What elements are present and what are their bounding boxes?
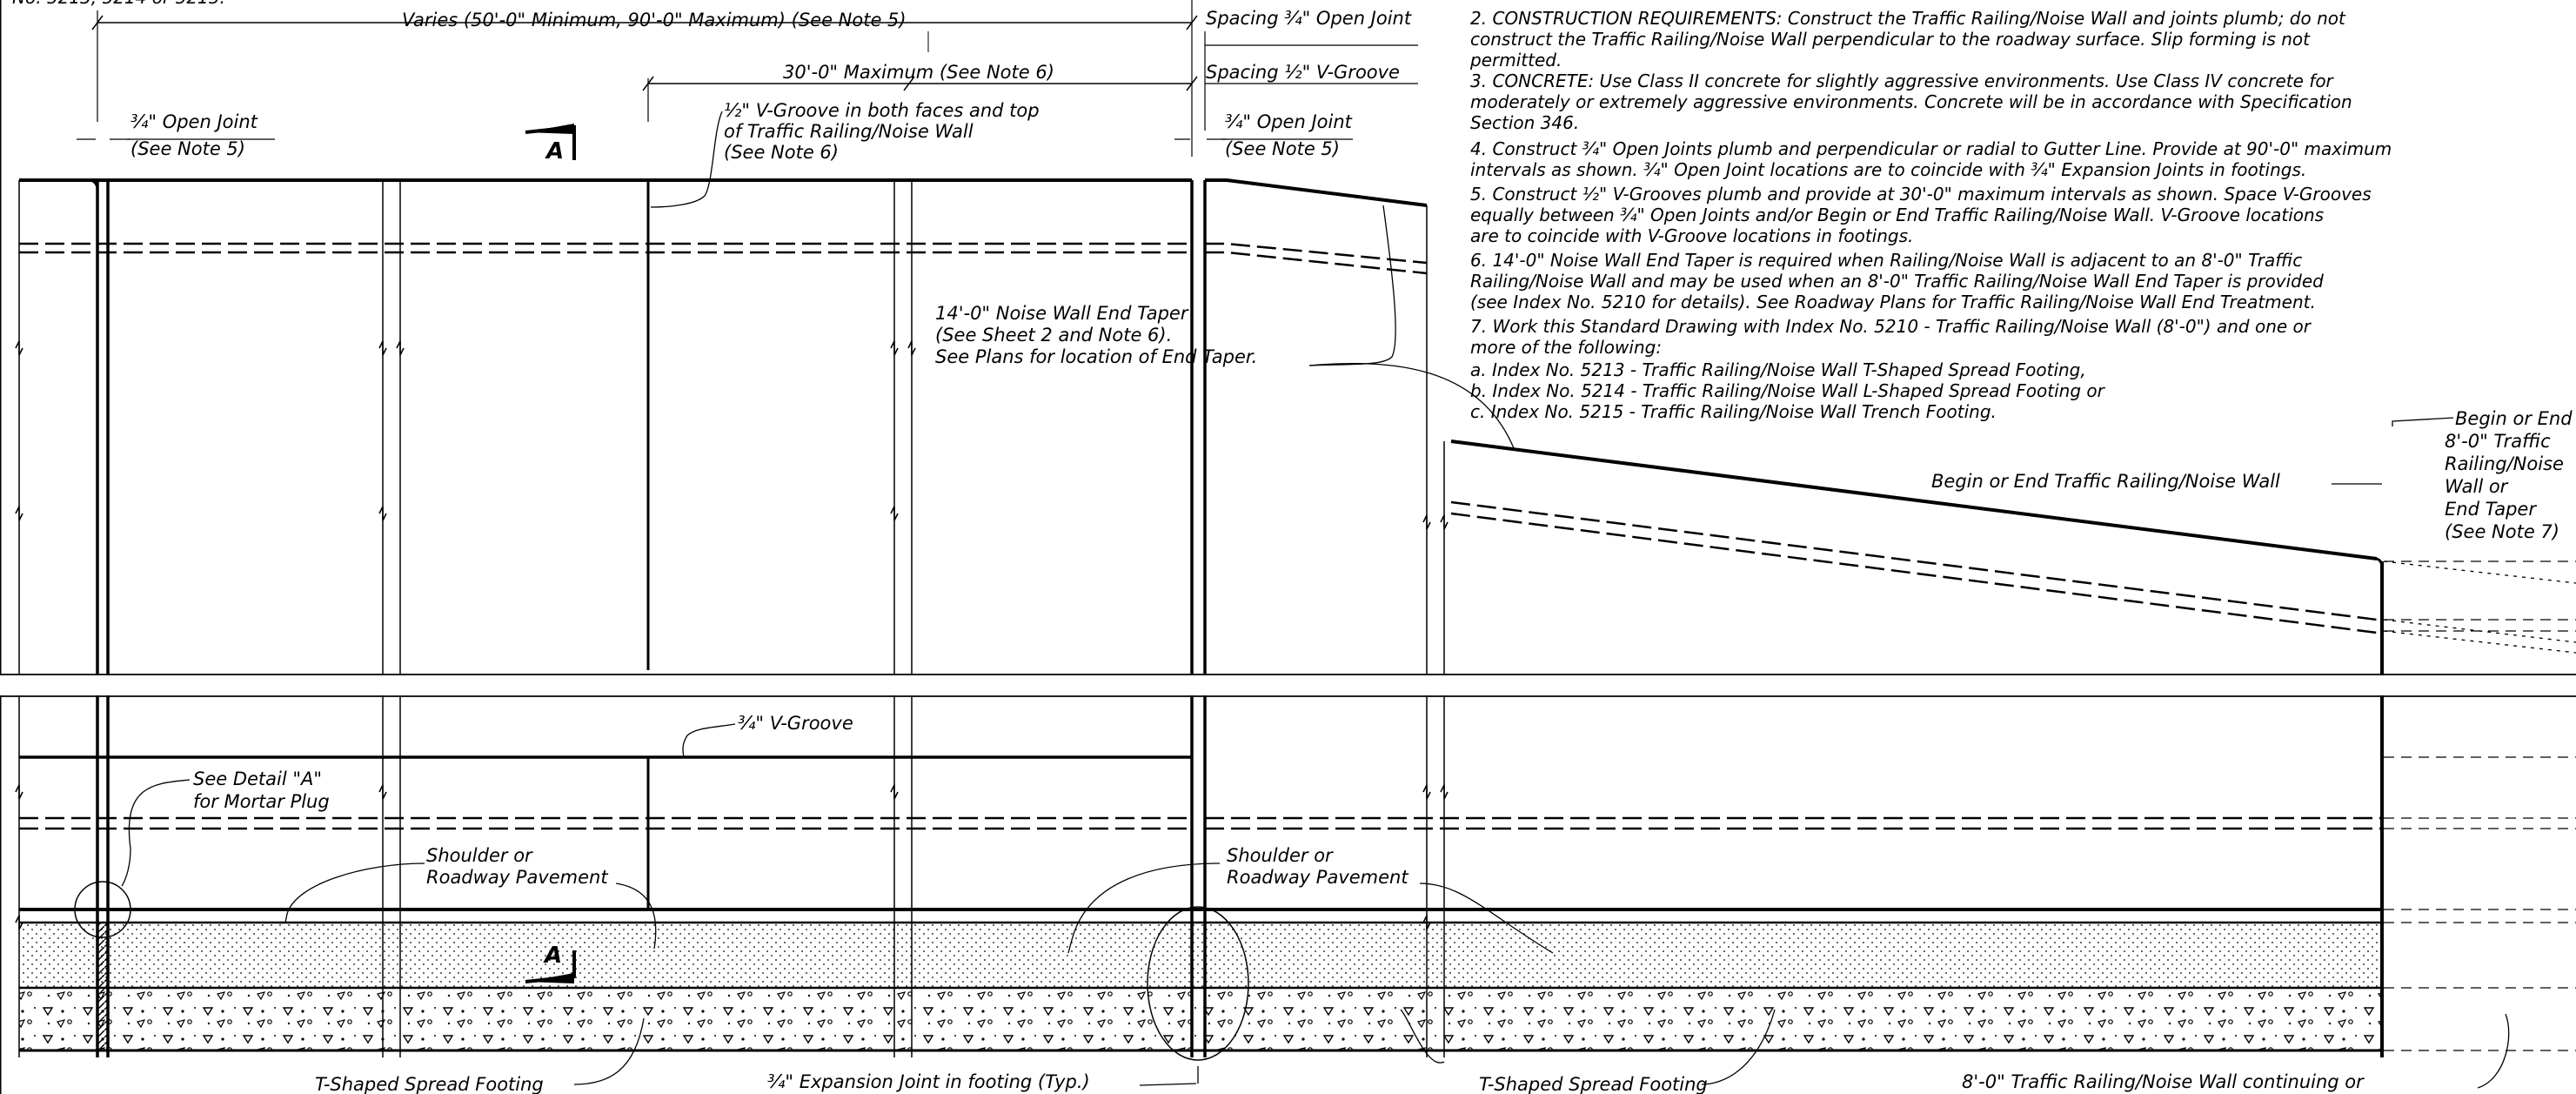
label-shoulder-right-2: Roadway Pavement [1227,867,1408,888]
note-line: a. Index No. 5213 - Traffic Railing/Nois… [1470,359,2086,380]
note-line: c. Index No. 5215 - Traffic Railing/Nois… [1470,401,1997,422]
label-begin-end-right-0: Begin or End [2455,408,2573,429]
label-footing-left: T-Shaped Spread Footing [315,1074,544,1094]
break-markers [15,340,2191,930]
note-line: Section 346. [1470,112,1579,133]
note-line: permitted. [1469,50,1562,70]
dimension-lines [91,0,1418,157]
section-a-bottom [525,950,576,983]
note-line: intervals as shown. ¾" Open Joint locati… [1470,159,2306,180]
note-line: construct the Traffic Railing/Noise Wall… [1470,29,2311,50]
top-cut-text: No. 5213, 5214 or 5215. [12,0,225,8]
note-line: 3. CONCRETE: Use Class II concrete for s… [1470,70,2335,91]
note-line: 2. CONSTRUCTION REQUIREMENTS: Construct … [1470,8,2346,29]
label-detail-a-2: for Mortar Plug [193,791,330,812]
note-line: 6. 14'-0" Noise Wall End Taper is requir… [1470,250,2302,271]
label-begin-end-right-1: 8'-0" Traffic [2445,431,2551,452]
label-detail-a-1: See Detail "A" [193,768,322,789]
leader-lines [77,111,2510,1089]
note-line: are to coincide with V-Groove locations … [1470,225,1913,246]
label-shoulder-left-2: Roadway Pavement [426,867,608,888]
label-open-joint-right-1: ¾" Open Joint [1225,111,1353,132]
note-line: 4. Construct ¾" Open Joints plumb and pe… [1470,138,2392,159]
label-vgroove-34: ¾" V-Groove [738,713,853,734]
label-shoulder-left-1: Shoulder or [426,845,533,866]
note-line: 5. Construct ½" V-Grooves plumb and prov… [1470,184,2372,205]
section-a-top [525,124,576,160]
label-begin-end-right-3: Wall or [2445,476,2509,497]
note-line: Railing/Noise Wall and may be used when … [1470,271,2324,292]
note-line: (see Index No. 5210 for details). See Ro… [1470,292,2316,312]
label-vgroove-half-2: of Traffic Railing/Noise Wall [724,121,974,142]
note-line: b. Index No. 5214 - Traffic Railing/Nois… [1470,380,2106,401]
lower-elevation [19,755,2576,1061]
label-continuing: 8'-0" Traffic Railing/Noise Wall continu… [1962,1071,2365,1092]
label-begin-end-right-2: Railing/Noise [2445,453,2564,474]
general-notes: 2. CONSTRUCTION REQUIREMENTS: Construct … [1469,8,2392,422]
dim-spacing-vgroove: Spacing ½" V-Groove [1206,62,1400,83]
section-a-bottom-label: A [543,943,562,969]
label-expansion-joint: ¾" Expansion Joint in footing (Typ.) [767,1071,1090,1092]
note-line: equally between ¾" Open Joints and/or Be… [1470,205,2324,225]
label-begin-end-right-4: End Taper [2445,499,2537,520]
section-a-top-label: A [545,138,564,164]
label-taper-1: 14'-0" Noise Wall End Taper [935,303,1189,324]
label-begin-end-mid: Begin or End Traffic Railing/Noise Wall [1931,471,2280,492]
label-taper-2: (See Sheet 2 and Note 6). [935,325,1172,346]
label-shoulder-right-1: Shoulder or [1227,845,1334,866]
dim-max30: 30'-0" Maximum (See Note 6) [783,62,1054,83]
label-open-joint-left-2: (See Note 5) [130,138,245,159]
note-line: 7. Work this Standard Drawing with Index… [1470,316,2312,337]
label-vgroove-half-3: (See Note 6) [724,142,839,163]
label-begin-end-right-5: (See Note 7) [2445,521,2559,542]
dim-spacing-open: Spacing ¾" Open Joint [1206,8,1412,29]
label-taper-3: See Plans for location of End Taper. [935,346,1257,367]
note-line: more of the following: [1470,337,1662,358]
note-line: moderately or extremely aggressive envir… [1470,91,2352,112]
label-footing-right: T-Shaped Spread Footing [1479,1074,1708,1094]
label-open-joint-left-1: ¾" Open Joint [130,111,258,132]
label-open-joint-right-2: (See Note 5) [1225,138,1340,159]
dim-varies: Varies (50'-0" Minimum, 90'-0" Maximum) … [402,10,907,30]
label-vgroove-half-1: ½" V-Groove in both faces and top [724,100,1040,121]
